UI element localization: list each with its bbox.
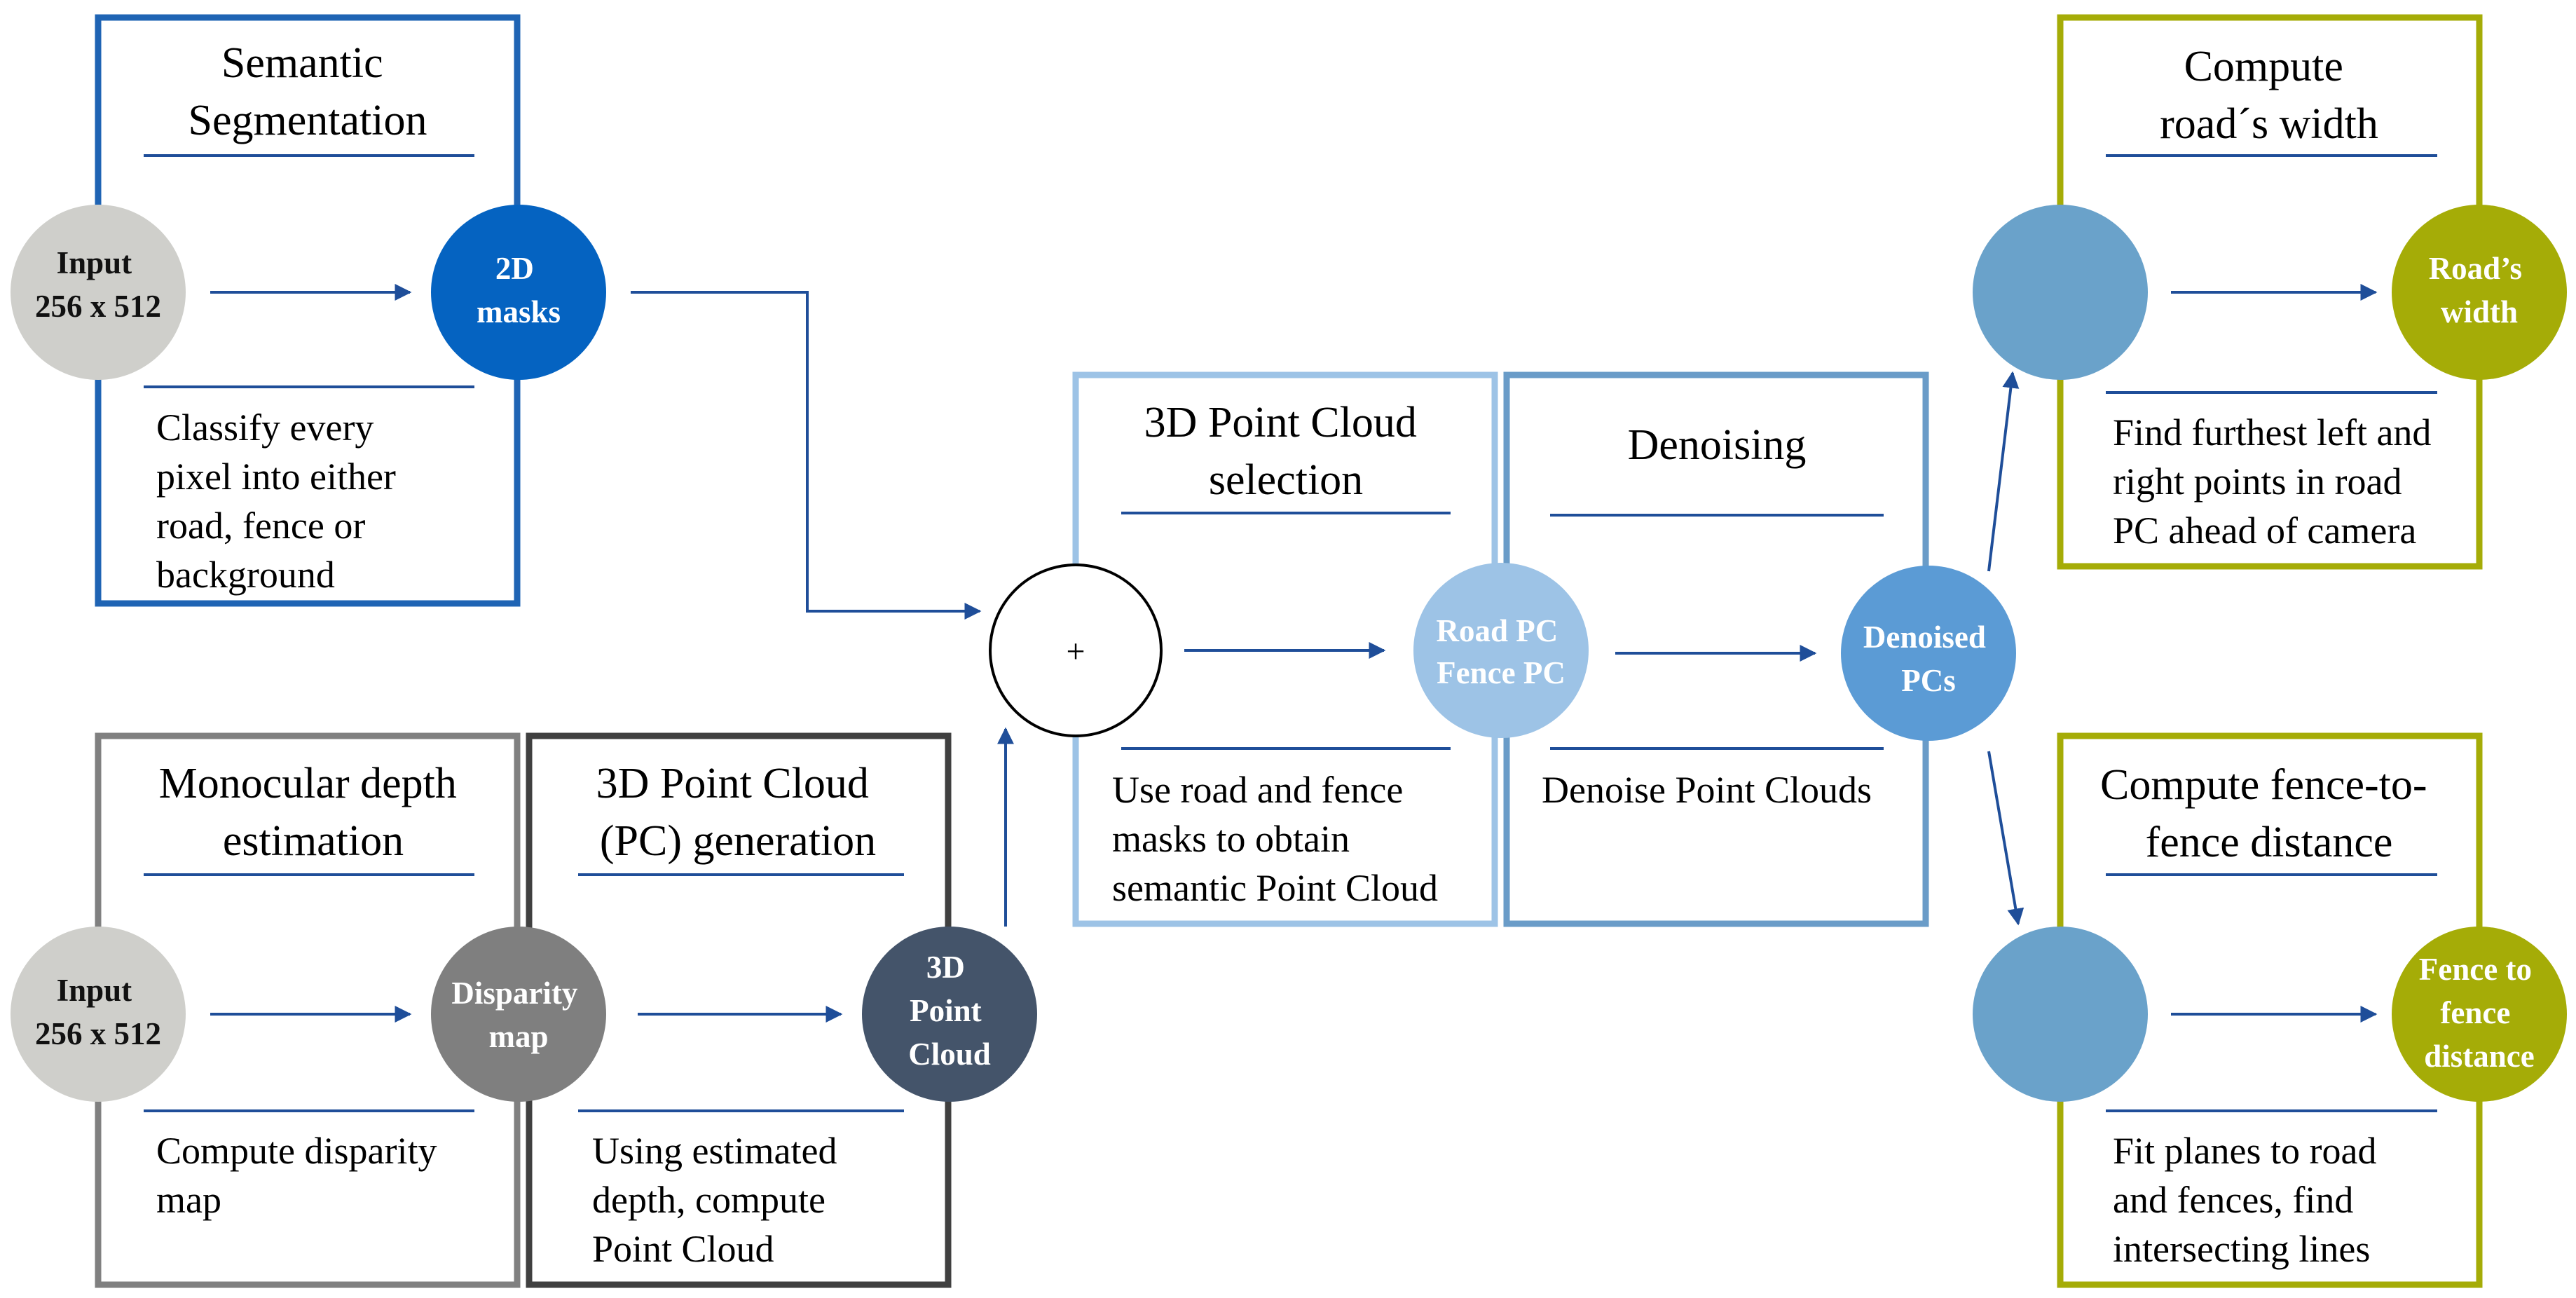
denoised-node: Denoised PCs: [1841, 566, 2016, 741]
fence-pc-node: [1973, 927, 2148, 1102]
svg-text:Disparity map: Disparity map: [451, 976, 585, 1054]
svg-text:Fence to fence dis: Fence to fence distance: [2419, 952, 2540, 1074]
box-desc-line: right points in road: [2113, 460, 2402, 503]
node-label-line: Road’s: [2429, 251, 2522, 286]
box-desc-line: PC ahead of camera: [2113, 510, 2416, 552]
svg-text:Denoise Point Clouds: Denoise Point Clouds: [1542, 769, 1872, 811]
svg-text:Input 256 x 512: Input 256 x 512: [35, 245, 161, 324]
box-title-line: fence distance: [2146, 819, 2393, 866]
node-label-line: Disparity: [451, 976, 578, 1011]
svg-text:Denoised PCs: Denoised PCs: [1863, 620, 1994, 698]
node-label-line: Denoised: [1863, 620, 1986, 655]
svg-text:3D Point Cloud: 3D Point Cloud: [908, 950, 991, 1072]
svg-text:3D Point Cloud selection: 3D Point Cloud selection: [1144, 399, 1428, 504]
connectors: [210, 284, 2378, 1023]
box-title-line: Compute: [2184, 43, 2343, 90]
svg-text:Monocular depth estimati: Monocular depth estimation: [159, 760, 468, 865]
road-width-box: Compute road´s width Find furthest left …: [2057, 14, 2483, 570]
disparity-node: Disparity map: [431, 927, 606, 1102]
roadfence-node: Road PC Fence PC: [1413, 563, 1589, 738]
box-title-line: 3D Point Cloud: [596, 760, 869, 807]
node-label-line: masks: [477, 294, 561, 329]
node-label-line: Point: [910, 993, 982, 1028]
svg-text:Classify every pixel int: Classify every pixel into either road, f…: [156, 407, 405, 596]
box-desc-line: map: [156, 1179, 221, 1221]
input-bottom-node: Input 256 x 512: [11, 927, 186, 1102]
box-desc-line: intersecting lines: [2113, 1228, 2370, 1270]
box-title-line: Monocular depth: [159, 760, 457, 807]
box-desc-line: Using estimated: [592, 1130, 837, 1172]
box-title-line: Denoising: [1628, 421, 1807, 469]
plus-symbol: +: [1066, 633, 1085, 670]
svg-text:Road PC Fence PC: Road PC Fence PC: [1436, 613, 1566, 690]
svg-text:3D Point Cloud (PC) gene: 3D Point Cloud (PC) generation: [596, 760, 880, 865]
node-label-line: Road PC: [1436, 613, 1558, 648]
box-desc-line: Use road and fence: [1112, 769, 1403, 811]
node-label-line: 256 x 512: [35, 1016, 161, 1051]
node-label-line: Input: [57, 245, 132, 280]
combine-node: +: [989, 563, 1163, 737]
box-title-line: 3D Point Cloud: [1144, 399, 1417, 446]
node-label-line: width: [2441, 294, 2518, 329]
node-label-line: map: [488, 1019, 548, 1054]
node-label-line: 2D: [495, 251, 534, 286]
node-label-line: Input: [57, 973, 132, 1008]
box-title-line: Compute fence-to-: [2100, 761, 2427, 809]
pc-generation-box: 3D Point Cloud (PC) generation Using est…: [526, 732, 952, 1288]
svg-text:Input 256 x 512: Input 256 x 512: [35, 973, 161, 1051]
svg-text:Using estimated depth, c: Using estimated depth, compute Point Clo…: [592, 1130, 847, 1270]
node-label-line: Fence to: [2419, 952, 2532, 987]
box-desc-line: semantic Point Cloud: [1112, 867, 1438, 909]
node-label-line: Cloud: [908, 1037, 991, 1072]
box-desc-line: Classify every: [156, 407, 374, 449]
node-label-line: distance: [2424, 1039, 2535, 1074]
fence-distance-box: Compute fence-to- fence distance Fit pla…: [2057, 732, 2483, 1288]
box-title-line: selection: [1209, 456, 1363, 504]
input-top-node: Input 256 x 512: [11, 205, 186, 380]
roads-width-node: Road’s width: [2392, 205, 2567, 380]
node-label-line: fence: [2440, 995, 2510, 1030]
box-desc-line: pixel into either: [156, 456, 396, 498]
semantic-segmentation-box: Semantic Segmentation Classify every pix…: [95, 14, 521, 607]
masks-node: 2D masks: [431, 205, 606, 380]
svg-text:Compute road´s width: Compute road´s width: [2160, 43, 2378, 148]
box-desc-line: Find furthest left and: [2113, 411, 2431, 453]
svg-text:2D masks: 2D masks: [477, 251, 561, 329]
box-desc-line: depth, compute: [592, 1179, 825, 1221]
node-label-line: PCs: [1901, 663, 1956, 698]
box-desc-line: Fit planes to road: [2113, 1130, 2376, 1172]
node-label-line: 3D: [926, 950, 965, 985]
box-desc-line: and fences, find: [2113, 1179, 2353, 1221]
box-desc-line: road, fence or: [156, 505, 365, 547]
arrow-denoised-to-fence: [1987, 751, 2025, 926]
svg-text:Use road and fence masks: Use road and fence masks to obtain seman…: [1112, 769, 1438, 909]
box-desc-line: background: [156, 554, 335, 596]
box-title-line: (PC) generation: [600, 817, 876, 865]
box-title-line: estimation: [223, 817, 404, 865]
svg-text:Compute disparity map: Compute disparity map: [156, 1130, 446, 1221]
svg-text:Find furthest left and r: Find furthest left and right points in r…: [2113, 411, 2441, 552]
box-desc-line: Compute disparity: [156, 1130, 437, 1172]
box-title-line: road´s width: [2160, 100, 2378, 148]
node-label-line: Fence PC: [1437, 655, 1566, 690]
box-title-line: Semantic: [221, 39, 383, 87]
svg-text:Compute fence-to- fence: Compute fence-to- fence distance: [2100, 761, 2438, 866]
box-desc-line: masks to obtain: [1112, 818, 1350, 860]
box-title-line: Segmentation: [189, 97, 427, 144]
pc-selection-box: 3D Point Cloud selection Use road and fe…: [1072, 371, 1498, 927]
fence-distance-node: Fence to fence distance: [2392, 927, 2567, 1102]
box-desc-line: Point Cloud: [592, 1228, 774, 1270]
svg-text:Road’s width: Road’s width: [2429, 251, 2530, 329]
pointcloud-node: 3D Point Cloud: [862, 927, 1037, 1102]
road-pc-node: [1973, 205, 2148, 380]
svg-text:Denoising: Denoising: [1628, 421, 1807, 469]
svg-text:Fit planes to road and f: Fit planes to road and fences, find inte…: [2113, 1130, 2386, 1270]
arrow-denoised-to-width: [1987, 371, 2020, 572]
box-desc-line: Denoise Point Clouds: [1542, 769, 1872, 811]
arrow-masks-to-plus: [631, 291, 982, 620]
svg-text:Semantic Segmentation: Semantic Segmentation: [189, 39, 427, 144]
node-label-line: 256 x 512: [35, 289, 161, 324]
